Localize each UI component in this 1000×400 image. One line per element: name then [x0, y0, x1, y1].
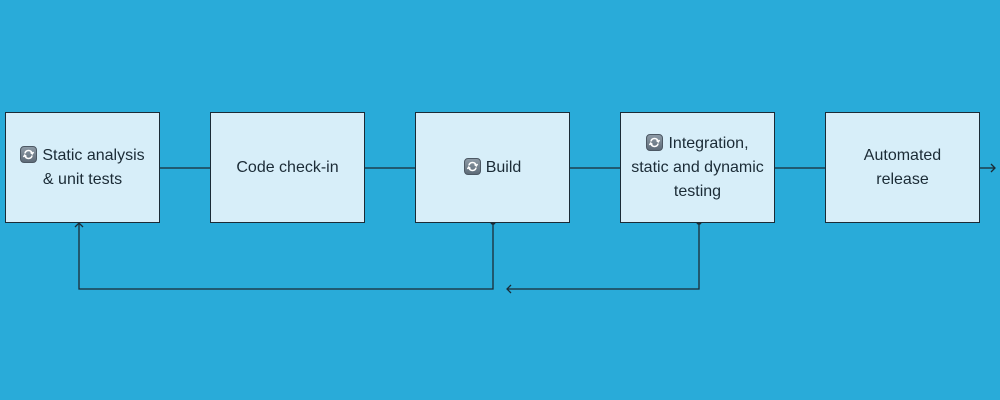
- stage-text: Build: [463, 156, 522, 180]
- loop-icon: [20, 145, 38, 163]
- stage-text: Code check-in: [236, 156, 338, 180]
- stage-automated-release: Automated release: [825, 112, 980, 223]
- stage-text: Integration, static and dynamic testing: [631, 132, 764, 204]
- loop-icon: [463, 157, 481, 175]
- stage-integration-testing: Integration, static and dynamic testing: [620, 112, 775, 223]
- stage-label: Build: [485, 158, 522, 176]
- feedback-build-to-static-analysis: [74, 219, 496, 290]
- loop-icon: [646, 133, 664, 151]
- stage-build: Build: [415, 112, 570, 223]
- stage-label: Integration, static and dynamic testing: [631, 134, 764, 200]
- connector-release-exit-arrow: [979, 163, 996, 173]
- stage-text: Automated release: [836, 144, 969, 192]
- feedback-integration-to-build: [506, 219, 702, 294]
- stage-code-check-in: Code check-in: [210, 112, 365, 223]
- stage-static-analysis: Static analysis & unit tests: [5, 112, 160, 223]
- stage-label: Automated release: [863, 146, 942, 188]
- stage-label: Code check-in: [236, 158, 339, 176]
- stage-text: Static analysis & unit tests: [16, 144, 149, 192]
- stage-label: Static analysis & unit tests: [42, 146, 145, 188]
